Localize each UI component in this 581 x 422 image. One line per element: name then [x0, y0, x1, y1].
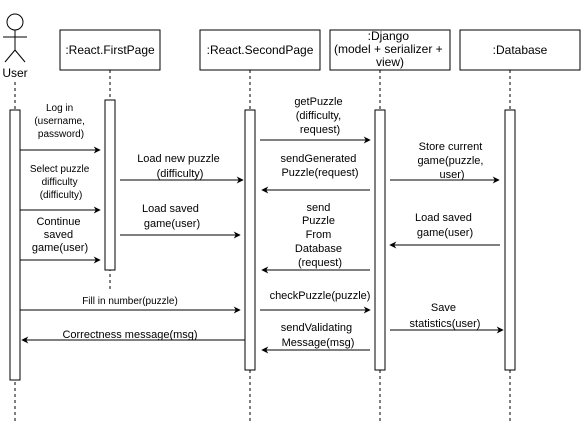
send-from-db-line-3: From: [306, 229, 332, 241]
message-label-load-saved-game-db: Load saved game(user): [415, 212, 475, 239]
continue-game-line-2: saved: [44, 229, 73, 241]
message-label-continue-game: Continue saved game(user): [32, 216, 88, 254]
activation-django: [374, 109, 386, 371]
load-saved-game-fp-line-2: game(user): [144, 218, 200, 230]
send-from-db-line-5: (request): [298, 257, 342, 269]
actor-label: User: [2, 66, 27, 80]
message-label-load-new-puzzle: Load new puzzle (difficulty): [137, 153, 223, 180]
participant-label-firstpage: :React.FirstPage: [65, 43, 155, 57]
message-label-save-statistics: Save statistics(user): [410, 302, 481, 330]
activation-user: [9, 109, 21, 381]
message-label-send-from-db: send Puzzle From Database (request): [295, 202, 345, 269]
message-label-correctness: Correctness message(msg): [62, 329, 197, 341]
participant-label-database: :Database: [493, 43, 548, 57]
load-new-puzzle-line-2: (difficulty): [157, 168, 204, 180]
participant-box-firstpage: [59, 29, 161, 71]
store-game-line-2: game(puzzle,: [417, 155, 483, 167]
save-statistics-line-1: Save: [431, 302, 456, 314]
message-label-check-puzzle: checkPuzzle(puzzle): [270, 290, 371, 302]
load-saved-game-fp-line-1: Load saved: [142, 203, 199, 215]
activation-secondpage: [244, 109, 256, 371]
participant-box-django: [329, 29, 451, 71]
send-from-db-line-2: Puzzle: [302, 215, 335, 227]
send-validating-line-1: sendValidating: [281, 322, 352, 334]
store-game-line-1: Store current: [419, 141, 483, 153]
actor-left-leg: [4, 49, 16, 63]
select-difficulty-line-3: (difficulty): [40, 190, 83, 201]
load-saved-game-db-line-2: game(user): [417, 227, 473, 239]
send-generated-line-1: sendGenerated: [281, 153, 357, 165]
participant-box-database: [459, 29, 581, 71]
actor-head: [6, 13, 24, 31]
participant-label-django: :Django (model + serializer + view): [334, 29, 446, 69]
message-label-store-game: Store current game(puzzle, user): [417, 141, 486, 181]
participant-label-secondpage: :React.SecondPage: [207, 43, 314, 57]
login-line-1: Log in: [46, 103, 73, 114]
send-validating-line-2: Message(msg): [282, 337, 355, 349]
django-label-line-2: (model + serializer +: [334, 42, 443, 56]
user-actor: User: [2, 13, 28, 80]
save-statistics-line-2: statistics(user): [410, 318, 481, 330]
message-label-get-puzzle: getPuzzle (difficulty, request): [294, 96, 345, 136]
load-new-puzzle-line-1: Load new puzzle: [137, 153, 220, 165]
load-saved-game-db-line-1: Load saved: [415, 212, 472, 224]
continue-game-line-1: Continue: [36, 216, 80, 228]
actor-right-leg: [14, 49, 26, 63]
continue-game-line-3: game(user): [32, 242, 88, 254]
login-line-3: password): [38, 129, 84, 140]
participant-box-secondpage: [199, 29, 321, 71]
send-from-db-line-4: Database: [295, 243, 342, 255]
message-label-load-saved-game-fp: Load saved game(user): [142, 203, 202, 230]
send-generated-line-2: Puzzle(request): [281, 167, 358, 179]
send-from-db-line-1: send: [307, 202, 331, 214]
message-label-login: Log in (username, password): [34, 103, 87, 140]
get-puzzle-line-3: request): [300, 124, 340, 136]
activation-database: [504, 109, 516, 371]
get-puzzle-line-2: (difficulty,: [296, 110, 341, 122]
login-line-2: (username,: [34, 116, 85, 127]
django-label-line-1: :Django: [368, 29, 410, 43]
message-label-fill-number: Fill in number(puzzle): [82, 296, 178, 307]
get-puzzle-line-1: getPuzzle: [294, 96, 342, 108]
message-label-send-validating: sendValidating Message(msg): [281, 322, 355, 349]
select-difficulty-line-1: Select puzzle: [30, 164, 90, 175]
message-label-send-generated: sendGenerated Puzzle(request): [281, 153, 360, 179]
message-label-select-difficulty: Select puzzle difficulty (difficulty): [30, 164, 92, 201]
activation-firstpage: [104, 99, 116, 271]
select-difficulty-line-2: difficulty: [42, 177, 78, 188]
store-game-line-3: user): [439, 169, 464, 181]
django-label-line-3: view): [376, 55, 404, 69]
